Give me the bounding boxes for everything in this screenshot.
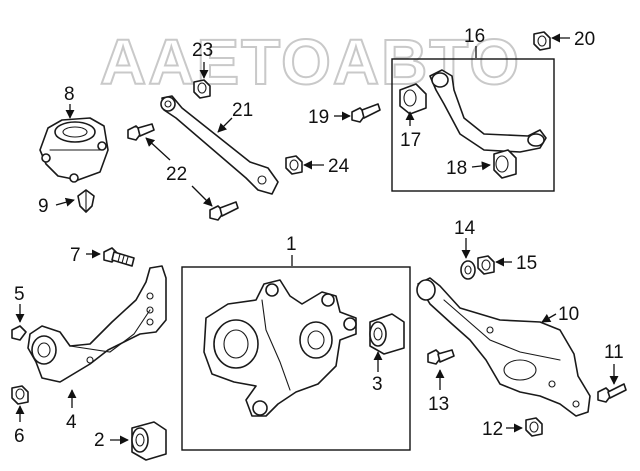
part-nut-23 xyxy=(193,79,211,99)
callout-20: 20 xyxy=(574,29,595,50)
callout-22: 22 xyxy=(166,164,187,185)
callout-24: 24 xyxy=(328,156,350,177)
part-bolt-7 xyxy=(103,247,135,267)
knuckle-group-frame xyxy=(181,266,411,451)
callout-2: 2 xyxy=(94,430,105,451)
callout-21: 21 xyxy=(232,100,253,121)
part-bushing-17 xyxy=(399,83,427,115)
part-upper-arm xyxy=(429,69,547,153)
callout-9: 9 xyxy=(38,196,49,217)
callout-12: 12 xyxy=(482,419,503,440)
part-lateral-link xyxy=(160,95,279,195)
callout-7: 7 xyxy=(70,245,81,266)
upper-arm-group-frame xyxy=(391,58,555,192)
callout-13: 13 xyxy=(428,394,449,415)
callout-14: 14 xyxy=(454,218,476,239)
part-bushing-18 xyxy=(493,149,517,179)
callout-6: 6 xyxy=(14,426,25,447)
part-knuckle xyxy=(203,279,357,417)
part-bushing-2 xyxy=(131,421,167,461)
part-bolt-13 xyxy=(427,349,455,365)
callout-1: 1 xyxy=(286,234,297,255)
part-bushing-3 xyxy=(369,313,405,355)
part-bolt-19 xyxy=(351,103,381,123)
callout-18: 18 xyxy=(446,158,467,179)
part-lower-arm xyxy=(416,277,591,417)
callout-16: 16 xyxy=(464,26,485,47)
part-bolt-22-lower xyxy=(209,201,239,221)
part-washer-14 xyxy=(460,260,476,280)
part-nut-24 xyxy=(285,155,303,175)
watermark-logo: AAETOABTO xyxy=(100,26,521,98)
part-strut-mount xyxy=(39,117,109,183)
part-bolt-22-upper xyxy=(127,123,155,141)
callout-17: 17 xyxy=(400,130,421,151)
callout-19: 19 xyxy=(308,107,329,128)
part-bolt-5 xyxy=(11,325,27,341)
part-clip xyxy=(77,189,95,213)
part-bolt-11 xyxy=(597,383,627,403)
callout-3: 3 xyxy=(372,374,383,395)
leader-lines xyxy=(15,33,619,445)
callout-10: 10 xyxy=(558,304,579,325)
part-nut-12 xyxy=(525,417,543,437)
part-nut-15 xyxy=(477,255,495,275)
callout-5: 5 xyxy=(14,284,25,305)
part-nut-20 xyxy=(533,31,551,51)
callout-11: 11 xyxy=(604,342,624,363)
callout-23: 23 xyxy=(192,40,213,61)
part-nut-6 xyxy=(11,385,29,405)
callout-8: 8 xyxy=(64,84,75,105)
callout-15: 15 xyxy=(516,253,537,274)
callout-4: 4 xyxy=(66,412,77,433)
part-trailing-arm xyxy=(27,265,167,383)
